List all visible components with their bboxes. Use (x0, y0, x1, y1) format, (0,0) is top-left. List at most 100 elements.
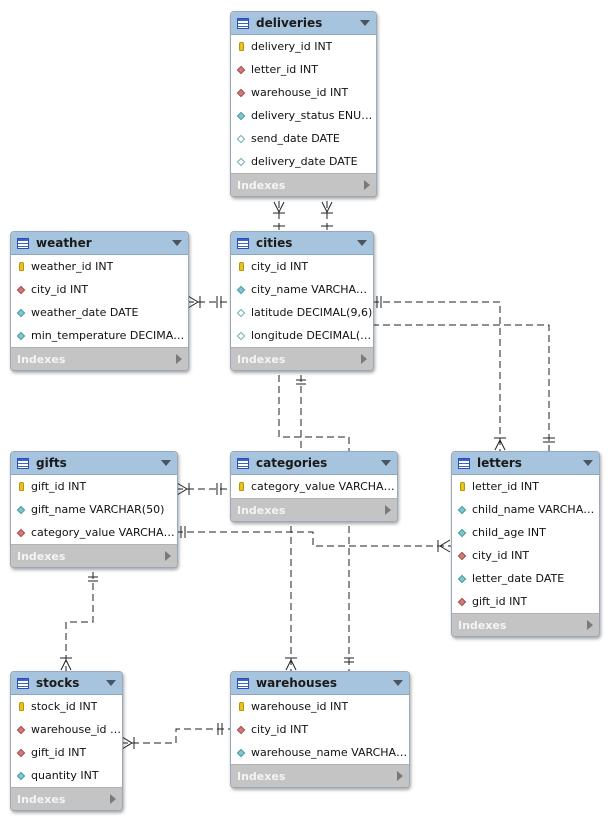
expand-arrow-icon[interactable] (397, 771, 403, 781)
column-row[interactable]: min_temperature DECIMAL(5,... (11, 324, 188, 347)
column-row[interactable]: gift_id INT (11, 475, 177, 498)
table-warehouses[interactable]: warehouses warehouse_id INT city_id INT … (230, 671, 410, 788)
collapse-arrow-icon[interactable] (172, 240, 182, 246)
column-row[interactable]: warehouse_id INT (231, 81, 376, 104)
table-weather[interactable]: weather weather_id INT city_id INT weath… (10, 231, 189, 371)
column-row[interactable]: gift_id INT (452, 590, 599, 613)
not-null-column-icon (457, 505, 467, 514)
column-row[interactable]: weather_id INT (11, 255, 188, 278)
indexes-section[interactable]: Indexes (231, 173, 376, 196)
table-icon (458, 457, 470, 469)
primary-key-icon (459, 482, 465, 491)
not-null-column-icon (457, 574, 467, 583)
table-header[interactable]: categories (231, 452, 397, 475)
column-row[interactable]: warehouse_id I... (11, 718, 122, 741)
column-row[interactable]: delivery_status ENUM(.... (231, 104, 376, 127)
indexes-section[interactable]: Indexes (231, 347, 373, 370)
column-row[interactable]: child_name VARCHAR(5... (452, 498, 599, 521)
column-row[interactable]: letter_id INT (231, 58, 376, 81)
table-categories[interactable]: categories category_value VARCHAR(5... I… (230, 451, 398, 522)
foreign-key-icon (16, 528, 26, 537)
primary-key-icon (18, 262, 24, 271)
indexes-section[interactable]: Indexes (231, 498, 397, 521)
foreign-key-icon (16, 725, 26, 734)
table-icon (17, 457, 29, 469)
not-null-column-icon (236, 748, 246, 757)
column-row[interactable]: gift_id INT (11, 741, 122, 764)
column-row[interactable]: city_id INT (231, 255, 373, 278)
table-icon (17, 677, 29, 689)
column-row[interactable]: city_id INT (452, 544, 599, 567)
not-null-column-icon (236, 111, 246, 120)
table-header[interactable]: cities (231, 232, 373, 255)
foreign-key-icon (236, 65, 246, 74)
nullable-column-icon (236, 157, 246, 166)
indexes-section[interactable]: Indexes (231, 764, 409, 787)
column-row[interactable]: letter_date DATE (452, 567, 599, 590)
column-row[interactable]: category_value VARCHAR(5... (231, 475, 397, 498)
table-header[interactable]: letters (452, 452, 599, 475)
foreign-key-icon (236, 725, 246, 734)
table-header[interactable]: stocks (11, 672, 122, 695)
table-name: weather (36, 236, 92, 250)
table-header[interactable]: warehouses (231, 672, 409, 695)
foreign-key-icon (16, 285, 26, 294)
column-row[interactable]: send_date DATE (231, 127, 376, 150)
column-row[interactable]: quantity INT (11, 764, 122, 787)
column-row[interactable]: city_name VARCHAR(3... (231, 278, 373, 301)
primary-key-icon (238, 262, 244, 271)
table-name: warehouses (256, 676, 337, 690)
collapse-arrow-icon[interactable] (357, 240, 367, 246)
column-row[interactable]: letter_id INT (452, 475, 599, 498)
table-name: deliveries (256, 16, 323, 30)
indexes-section[interactable]: Indexes (11, 347, 188, 370)
column-row[interactable]: latitude DECIMAL(9,6) (231, 301, 373, 324)
column-row[interactable]: longitude DECIMAL(9,6) (231, 324, 373, 347)
expand-arrow-icon[interactable] (110, 794, 116, 804)
rel-letters-gifts (176, 531, 451, 547)
indexes-section[interactable]: Indexes (11, 787, 122, 810)
column-row[interactable]: weather_date DATE (11, 301, 188, 324)
foreign-key-icon (236, 88, 246, 97)
primary-key-icon (238, 482, 244, 491)
table-stocks[interactable]: stocks stock_id INT warehouse_id I... gi… (10, 671, 123, 811)
column-row[interactable]: city_id INT (11, 278, 188, 301)
collapse-arrow-icon[interactable] (393, 680, 403, 686)
column-row[interactable]: city_id INT (231, 718, 409, 741)
column-row[interactable]: gift_name VARCHAR(50) (11, 498, 177, 521)
rel-letters-cities-a (372, 301, 501, 451)
column-row[interactable]: delivery_date DATE (231, 150, 376, 173)
table-name: stocks (36, 676, 80, 690)
column-row[interactable]: child_age INT (452, 521, 599, 544)
table-name: cities (256, 236, 293, 250)
column-row[interactable]: delivery_id INT (231, 35, 376, 58)
table-deliveries[interactable]: deliveries delivery_id INT letter_id INT… (230, 11, 377, 197)
column-row[interactable]: stock_id INT (11, 695, 122, 718)
column-row[interactable]: category_value VARCHAR(5... (11, 521, 177, 544)
table-cities[interactable]: cities city_id INT city_name VARCHAR(3..… (230, 231, 374, 371)
expand-arrow-icon[interactable] (361, 354, 367, 364)
table-name: letters (477, 456, 522, 470)
collapse-arrow-icon[interactable] (381, 460, 391, 466)
column-row[interactable]: warehouse_id INT (231, 695, 409, 718)
expand-arrow-icon[interactable] (165, 551, 171, 561)
table-icon (237, 457, 249, 469)
collapse-arrow-icon[interactable] (360, 20, 370, 26)
expand-arrow-icon[interactable] (587, 620, 593, 630)
indexes-section[interactable]: Indexes (452, 613, 599, 636)
collapse-arrow-icon[interactable] (106, 680, 116, 686)
table-header[interactable]: deliveries (231, 12, 376, 35)
collapse-arrow-icon[interactable] (583, 460, 593, 466)
table-header[interactable]: gifts (11, 452, 177, 475)
expand-arrow-icon[interactable] (385, 505, 391, 515)
table-gifts[interactable]: gifts gift_id INT gift_name VARCHAR(50) … (10, 451, 178, 568)
table-header[interactable]: weather (11, 232, 188, 255)
primary-key-icon (18, 702, 24, 711)
column-row[interactable]: warehouse_name VARCHAR(3... (231, 741, 409, 764)
collapse-arrow-icon[interactable] (161, 460, 171, 466)
table-icon (237, 17, 249, 29)
table-letters[interactable]: letters letter_id INT child_name VARCHAR… (451, 451, 600, 637)
expand-arrow-icon[interactable] (176, 354, 182, 364)
expand-arrow-icon[interactable] (364, 180, 370, 190)
indexes-section[interactable]: Indexes (11, 544, 177, 567)
